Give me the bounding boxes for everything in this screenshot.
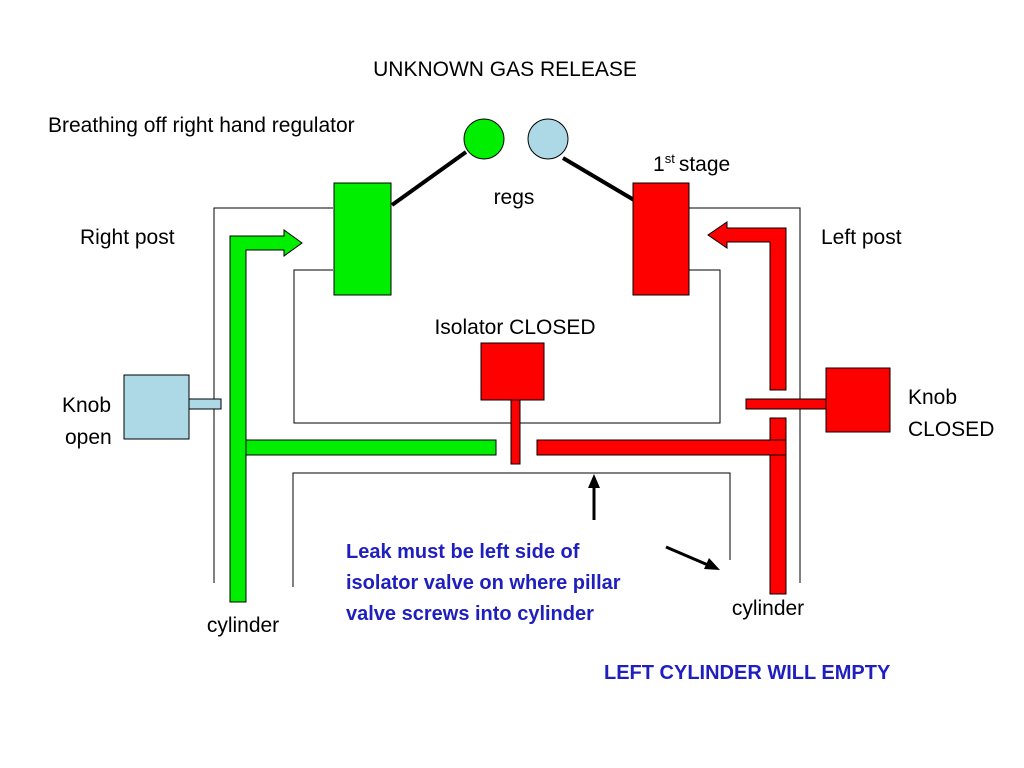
left-post-housing [688,207,801,583]
right-knob-open [123,374,190,440]
left-first-stage [632,182,690,296]
right-first-stage [333,182,392,296]
left-flow-arrow-red [707,221,787,391]
isolator-knob [480,342,545,401]
left-manifold-bar-red [536,439,787,456]
first-stage-number: 1 [653,153,665,176]
leak-pointer-diagonal [665,545,709,567]
right-manifold-bar-green [245,439,497,456]
knob-left-line1: Knob [62,394,111,417]
leak-note-line2: isolator valve on where pillar [346,572,621,594]
manifold-inner-outline [293,269,721,424]
left-regulator-blue [527,118,569,160]
isolator-label: Isolator CLOSED [434,316,595,339]
first-stage-text: stage [679,153,730,176]
right-flow-path-green [229,229,303,603]
knob-left-line2: open [65,426,112,449]
conclusion-note: LEFT CYLINDER WILL EMPTY [604,662,891,684]
manifold-lower-outline [292,472,731,587]
right-knob-stem [188,398,222,410]
right-regulator-green [463,118,505,160]
leak-note-line1: Leak must be left side of [346,541,580,563]
knob-right-line2: CLOSED [908,418,994,441]
leak-note-line3: valve screws into cylinder [346,603,594,625]
right-post-housing [213,207,333,583]
leak-pointer-diagonal-arrowhead [704,558,720,570]
right-post-label: Right post [80,226,175,249]
left-hose [561,156,636,202]
knob-right-line1: Knob [908,386,957,409]
cylinder-right-label: cylinder [732,597,804,620]
left-post-label: Left post [821,226,902,249]
cylinder-left-label: cylinder [207,614,279,637]
left-cylinder-pipe-red [769,417,787,595]
left-knob-closed [825,367,891,433]
regs-label: regs [494,186,535,209]
right-hose [390,150,468,207]
first-stage-superscript: st [665,151,676,166]
isolator-stem [510,399,521,465]
leak-pointer-up-arrowhead [588,474,600,488]
left-knob-stem [745,398,827,410]
diagram-title: UNKNOWN GAS RELEASE [373,58,637,81]
breathing-label: Breathing off right hand regulator [48,114,355,137]
